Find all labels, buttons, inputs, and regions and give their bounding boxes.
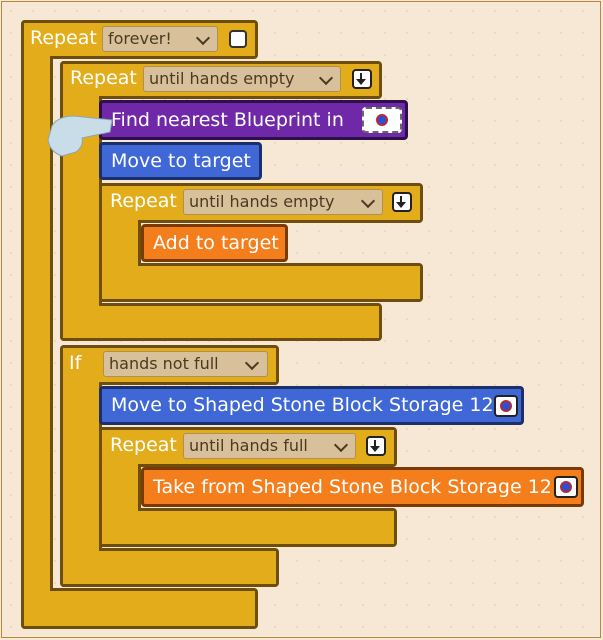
repeat-inner-dropdown[interactable]: until hands empty xyxy=(183,189,383,215)
repeat-inner-keyword: Repeat xyxy=(110,190,177,212)
take-from-label: Take from Shaped Stone Block Storage 12 xyxy=(153,476,552,498)
down-arrow-icon[interactable] xyxy=(392,192,412,212)
chevron-down-icon xyxy=(318,70,334,86)
target-icon[interactable] xyxy=(362,107,402,133)
repeat-outer-dropdown[interactable]: until hands empty xyxy=(143,66,341,92)
move-to-storage-block[interactable]: Move to Shaped Stone Block Storage 12 xyxy=(99,386,524,425)
repeat-forever-dropdown[interactable]: forever! xyxy=(102,26,218,52)
repeat-outer-dropdown-value: until hands empty xyxy=(149,69,295,88)
find-nearest-label: Find nearest Blueprint in xyxy=(111,109,344,131)
if-dropdown[interactable]: hands not full xyxy=(103,351,268,377)
pointer-hand-icon xyxy=(47,115,113,157)
chevron-down-icon xyxy=(333,437,349,453)
if-keyword: If xyxy=(69,352,82,374)
if-dropdown-value: hands not full xyxy=(109,354,219,373)
down-arrow-icon[interactable] xyxy=(366,436,386,456)
repeat-forever-keyword: Repeat xyxy=(30,27,97,49)
add-to-target-block[interactable]: Add to target xyxy=(141,224,288,262)
chevron-down-icon xyxy=(360,193,376,209)
repeat-forever-dropdown-value: forever! xyxy=(108,29,172,48)
chevron-down-icon xyxy=(244,355,260,371)
move-to-target-block[interactable]: Move to target xyxy=(99,142,262,180)
repeat-full-keyword: Repeat xyxy=(110,434,177,456)
target-icon[interactable] xyxy=(554,476,578,498)
add-to-target-label: Add to target xyxy=(153,232,279,254)
repeat-inner-dropdown-value: until hands empty xyxy=(189,192,335,211)
take-from-block[interactable]: Take from Shaped Stone Block Storage 12 xyxy=(141,467,584,507)
repeat-outer-keyword: Repeat xyxy=(70,67,137,89)
move-to-storage-label: Move to Shaped Stone Block Storage 12 xyxy=(111,394,494,416)
find-nearest-block[interactable]: Find nearest Blueprint in xyxy=(99,100,408,140)
target-icon[interactable] xyxy=(494,395,518,417)
checkbox-icon[interactable] xyxy=(229,30,247,48)
down-arrow-icon[interactable] xyxy=(352,69,372,89)
move-to-target-label: Move to target xyxy=(111,150,251,172)
repeat-full-dropdown-value: until hands full xyxy=(189,436,308,455)
repeat-full-dropdown[interactable]: until hands full xyxy=(183,433,356,459)
chevron-down-icon xyxy=(195,30,211,46)
